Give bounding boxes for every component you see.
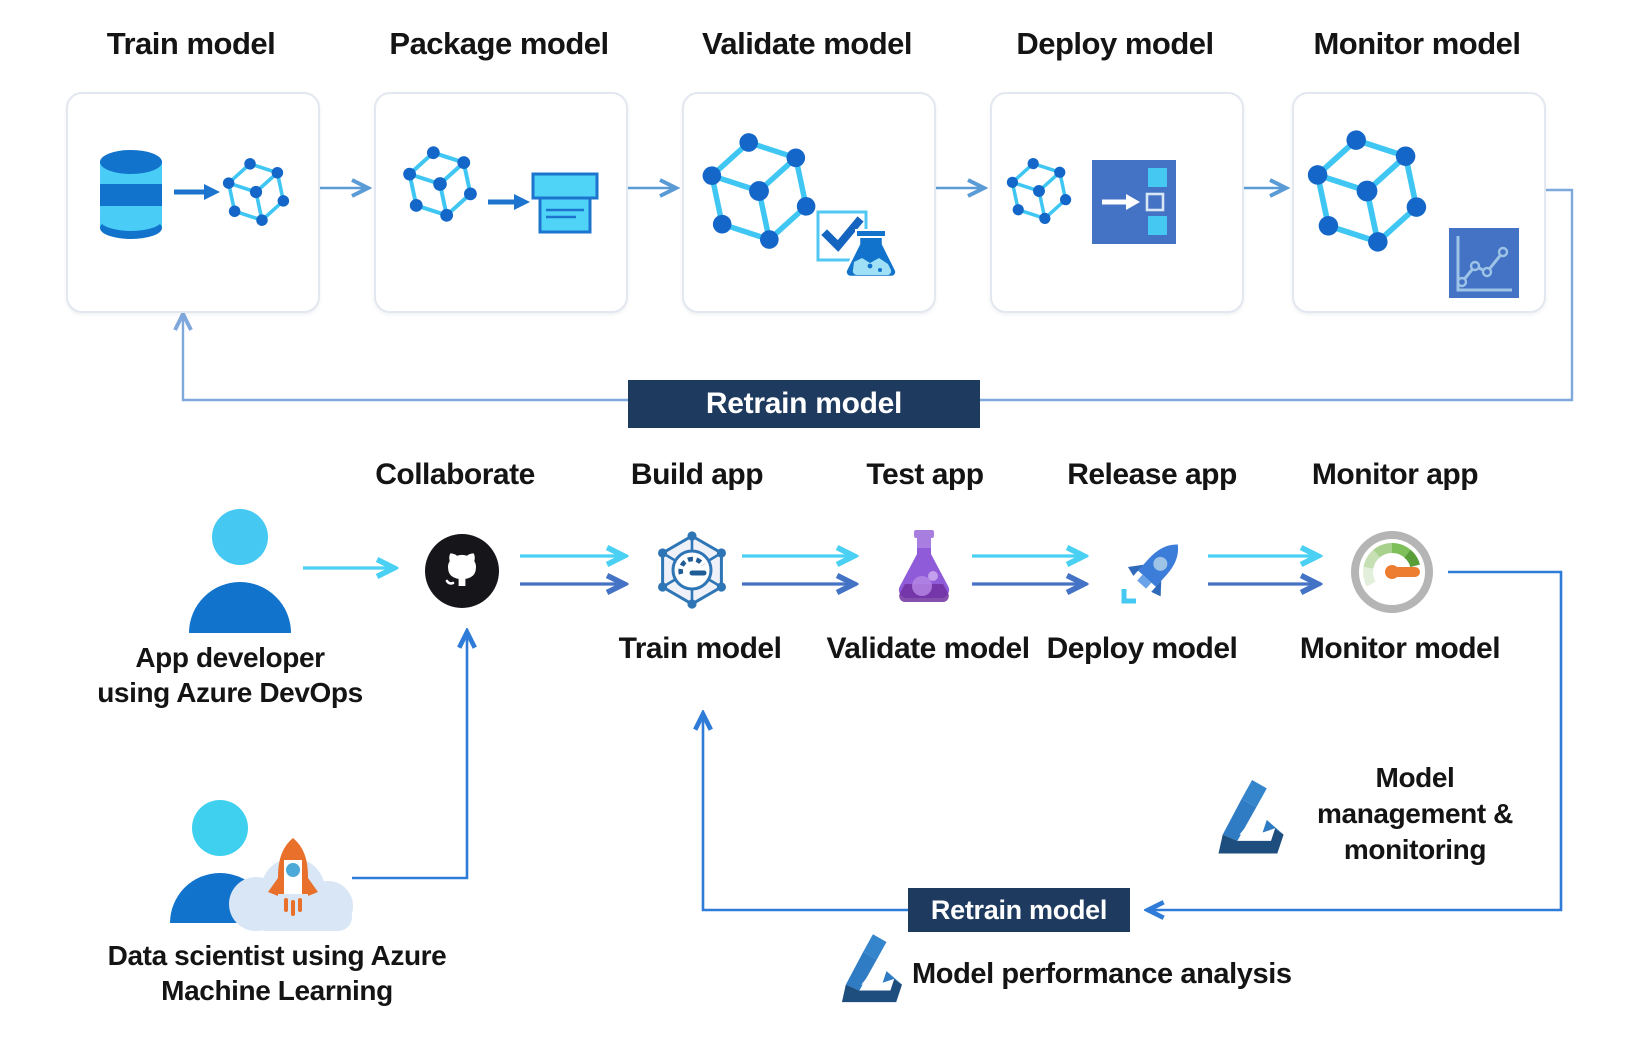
stage-box-monitor [1292, 92, 1546, 313]
data-scientist-label-line2: Machine Learning [161, 975, 393, 1006]
retrain-model-banner-bottom: Retrain model [908, 888, 1130, 932]
test-flask-icon [898, 530, 950, 603]
monitor-gauge-icon [1351, 531, 1433, 613]
flow-label-release-app: Release app [1067, 458, 1237, 491]
flow-label-build-app: Build app [630, 458, 764, 491]
model-performance-note-text: Model performance analysis [912, 958, 1292, 990]
azure-ml-logo-icon [1218, 780, 1284, 854]
model-performance-note: Model performance analysis [912, 956, 1312, 992]
data-scientist-label-line1: Data scientist using Azure [107, 940, 447, 971]
stage-box-deploy [990, 92, 1244, 313]
model-cube-icon [1006, 158, 1072, 224]
stage-title-deploy: Deploy model [1016, 26, 1214, 61]
github-icon [425, 534, 499, 608]
model-label-deploy: Deploy model [1046, 632, 1238, 665]
build-gauge-hexagon-icon [658, 531, 726, 609]
model-management-note-line3: monitoring [1343, 834, 1487, 865]
rocket-icon [268, 838, 318, 916]
app-developer-label: App developer using Azure DevOps [60, 640, 400, 710]
train-arrow-icon [174, 184, 220, 200]
bottom-retrain-loop-left [703, 716, 908, 912]
flow-label-monitor-app: Monitor app [1311, 458, 1479, 491]
azure-ml-logo-icon [841, 934, 902, 1003]
cloud-rocket-icon [229, 838, 353, 931]
stage-title-monitor: Monitor model [1313, 26, 1521, 61]
package-arrow-icon [488, 194, 530, 210]
retrain-model-banner-top-label: Retrain model [705, 387, 903, 420]
package-box-icon [531, 172, 599, 234]
data-scientist-person-icon [170, 800, 353, 931]
validate-flask-icon [844, 229, 898, 279]
database-icon [100, 150, 162, 239]
line-chart-icon [1449, 228, 1519, 298]
app-developer-label-line2: using Azure DevOps [97, 677, 363, 708]
model-management-note: Model management & monitoring [1290, 760, 1540, 868]
model-cube-icon [1307, 130, 1427, 252]
stage-box-train [66, 92, 320, 313]
stage-box-validate [682, 92, 936, 313]
model-cube-icon [222, 158, 290, 226]
data-scientist-label: Data scientist using Azure Machine Learn… [77, 938, 477, 1008]
app-developer-label-line1: App developer [135, 642, 325, 673]
model-label-monitor: Monitor model [1299, 632, 1501, 665]
model-cube-icon [403, 146, 477, 222]
model-management-note-line2: management & [1317, 798, 1513, 829]
retrain-model-banner-bottom-label: Retrain model [930, 894, 1108, 925]
app-developer-person-icon [189, 509, 291, 633]
model-label-train: Train model [618, 632, 782, 665]
flow-label-collaborate: Collaborate [375, 458, 535, 491]
flow-label-test-app: Test app [866, 458, 984, 491]
stage-box-package [374, 92, 628, 313]
stage-title-package: Package model [389, 26, 609, 61]
model-cube-icon [702, 133, 816, 249]
retrain-model-banner-top: Retrain model [628, 380, 980, 428]
model-label-validate: Validate model [826, 632, 1030, 665]
release-rocket-icon [1121, 544, 1179, 604]
model-management-note-line1: Model [1375, 762, 1455, 793]
stage-title-train: Train model [106, 26, 276, 61]
deploy-panel-icon [1092, 160, 1176, 244]
stage-title-validate: Validate model [701, 26, 913, 61]
